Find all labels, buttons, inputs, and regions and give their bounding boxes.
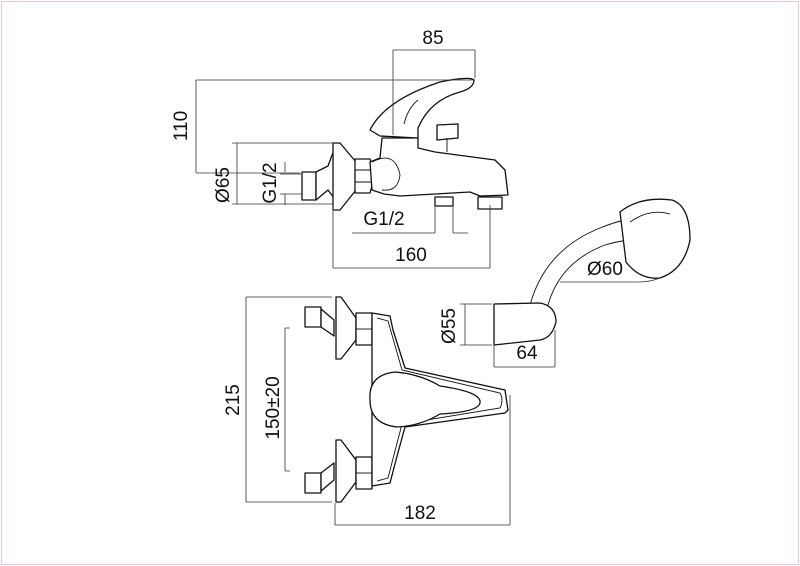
upper-flange [335, 296, 357, 360]
dimension-line-diameter-65 [232, 142, 333, 205]
top-view-dimensions [245, 296, 511, 526]
lower-flange [335, 439, 357, 503]
dimension-line-182 [334, 395, 511, 526]
dim-outlet-g12: G1/2 [363, 209, 404, 230]
dim-inlet-g12: G1/2 [260, 162, 281, 203]
dimension-line-215 [245, 296, 332, 503]
diverter-knob [436, 123, 459, 141]
top-view-mixer [304, 296, 509, 503]
dimension-line-diameter-60 [560, 277, 661, 283]
dim-64: 64 [516, 343, 538, 364]
lever-contour [403, 99, 419, 125]
dim-85: 85 [422, 28, 443, 49]
hose-outer [529, 219, 626, 306]
hand-shower [493, 198, 691, 346]
wall-flange [332, 142, 357, 211]
shower-head-contour [629, 211, 671, 223]
dim-110: 110 [171, 111, 192, 141]
upper-inlet-connector [304, 306, 322, 328]
body-contour [371, 157, 401, 191]
lower-inlet-cone [320, 462, 335, 492]
dim-182: 182 [404, 503, 436, 524]
dimension-line-85 [392, 49, 476, 135]
nut [354, 158, 373, 194]
mixer-body [369, 137, 509, 197]
dim-diameter-65: Ø65 [213, 167, 234, 203]
wall-connector [301, 171, 317, 201]
wall-connector-cone [315, 149, 335, 201]
dim-diameter-60: Ø60 [587, 259, 623, 280]
shower-head [619, 198, 691, 279]
dimension-line-64 [493, 330, 556, 368]
side-view-mixer [301, 77, 509, 211]
dim-150-pm-20: 150±20 [263, 376, 284, 439]
shower-holder [493, 302, 557, 346]
dim-160: 160 [395, 245, 427, 266]
dimension-line-diameter-55 [460, 303, 492, 346]
hand-shower-dimensions [460, 277, 661, 368]
body-top-contour [376, 317, 503, 482]
dim-215: 215 [223, 384, 244, 416]
lever-handle-top [369, 371, 481, 428]
dimension-line-150-pm-20 [284, 327, 290, 472]
lower-inlet-connector [304, 472, 322, 494]
dimension-line-160 [332, 205, 491, 269]
shower-outlet [434, 196, 454, 207]
hose-inner [547, 239, 629, 306]
dim-diameter-55: Ø55 [439, 308, 460, 344]
dimension-line-outlet-g12 [352, 205, 468, 234]
dimension-line-inlet-g12 [280, 162, 302, 205]
upper-inlet-cone [320, 308, 335, 337]
side-view-dimensions [195, 49, 491, 269]
dimension-line-110 [195, 79, 475, 174]
